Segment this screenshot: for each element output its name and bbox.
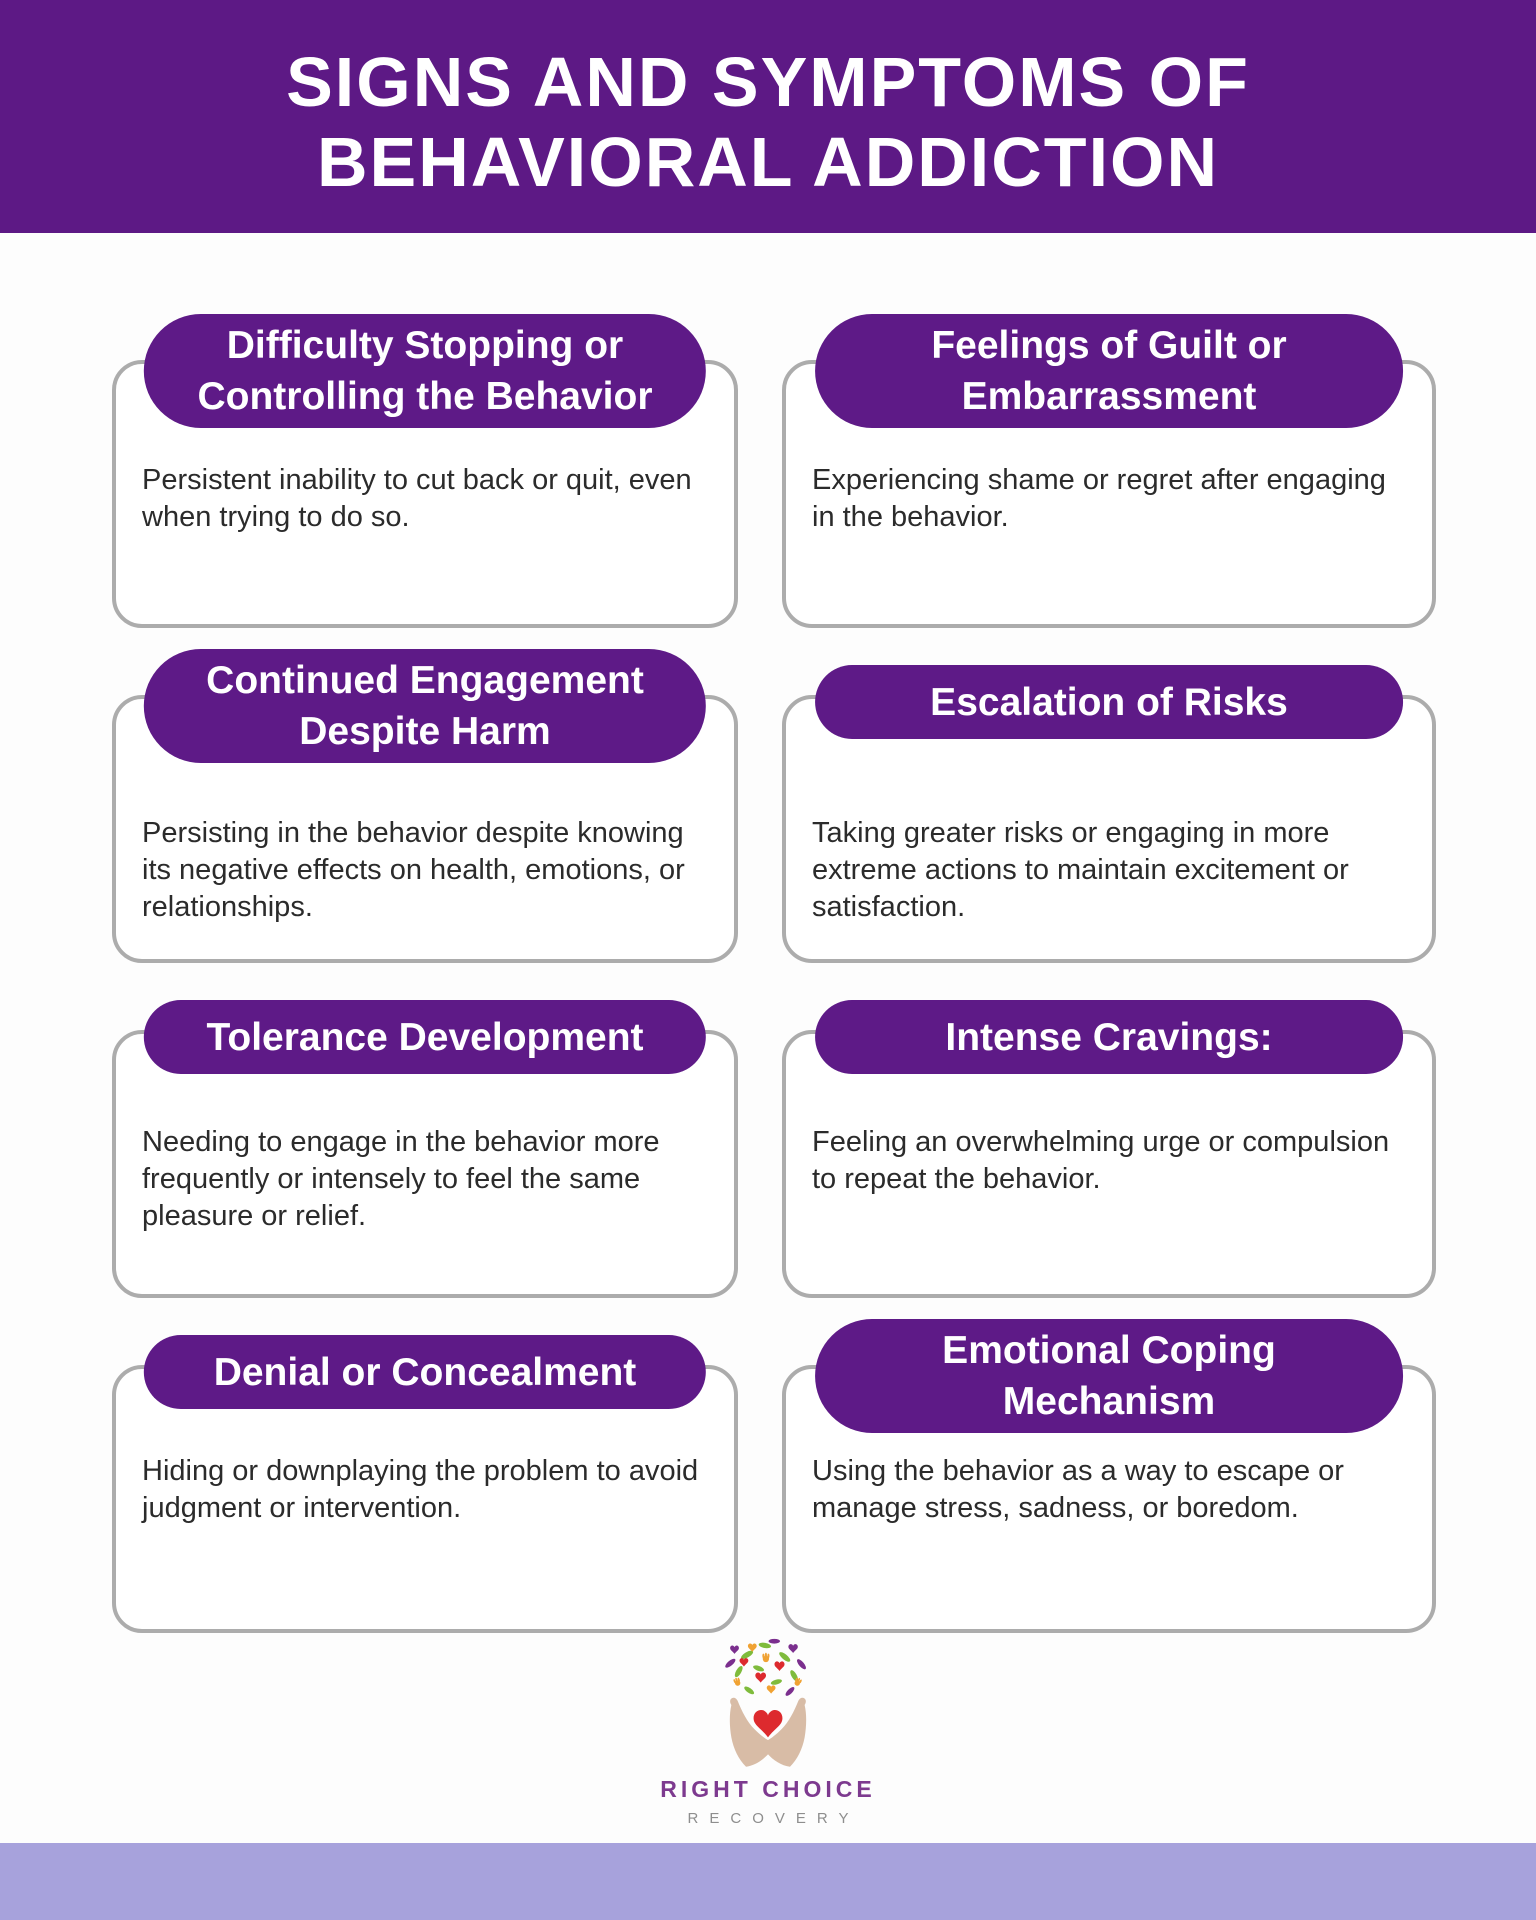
page-title: SIGNS AND SYMPTOMS OF BEHAVIORAL ADDICTI… [286,42,1250,201]
header-band: SIGNS AND SYMPTOMS OF BEHAVIORAL ADDICTI… [0,0,1536,233]
logo-hearts [730,1643,798,1694]
card-description: Using the behavior as a way to escape or… [812,1455,1344,1524]
card-description: Persistent inability to cut back or quit… [142,464,692,533]
card-title-pill: Emotional Coping Mechanism [815,1319,1403,1433]
card-description: Persisting in the behavior despite knowi… [142,817,685,923]
card-title: Denial or Concealment [213,1350,637,1394]
card-description: Hiding or downplaying the problem to avo… [142,1455,699,1524]
card-title-pill: Denial or Concealment [143,1335,707,1409]
brand-subtitle: RECOVERY [687,1810,860,1827]
card-guilt-embarrassment: Feelings of Guilt or Embarrassment Exper… [782,314,1436,628]
card-title-pill: Intense Cravings: [815,1000,1403,1074]
logo-center-heart [753,1710,783,1738]
card-title: Escalation of Risks [930,680,1288,724]
card-description: Needing to engage in the behavior more f… [142,1126,660,1232]
logo-tiny-hands [733,1652,802,1686]
card-title: Difficulty Stopping or Controlling the B… [197,324,653,418]
card-emotional-coping: Emotional Coping Mechanism Using the beh… [782,1319,1436,1633]
card-denial-concealment: Denial or Concealment Hiding or downplay… [112,1335,738,1633]
card-intense-cravings: Intense Cravings: Feeling an overwhelmin… [782,1000,1436,1298]
logo-leaves [725,1638,806,1696]
card-title-pill: Difficulty Stopping or Controlling the B… [143,314,707,428]
card-title-pill: Tolerance Development [143,1000,707,1074]
hands-tree-logo-graphic [725,1638,807,1767]
card-difficulty-stopping: Difficulty Stopping or Controlling the B… [112,314,738,628]
card-tolerance-development: Tolerance Development Needing to engage … [112,1000,738,1298]
card-description: Experiencing shame or regret after engag… [812,464,1386,533]
card-description: Feeling an overwhelming urge or compulsi… [812,1126,1390,1195]
brand-name: RIGHT CHOICE [660,1776,876,1802]
card-continued-engagement: Continued Engagement Despite Harm Persis… [112,649,738,963]
brand-logo: RIGHT CHOICE RECOVERY [0,1636,1536,1827]
card-description: Taking greater risks or engaging in more… [812,817,1349,923]
card-escalation-of-risks: Escalation of Risks Taking greater risks… [782,665,1436,963]
card-title: Tolerance Development [206,1015,644,1059]
symptom-card-grid: Difficulty Stopping or Controlling the B… [0,233,1536,1633]
card-title-pill: Feelings of Guilt or Embarrassment [815,314,1403,428]
card-title-pill: Escalation of Risks [815,665,1403,739]
card-title: Feelings of Guilt or Embarrassment [931,324,1287,418]
card-title: Emotional Coping Mechanism [942,1329,1276,1423]
logo-cupped-hands [729,1697,807,1767]
card-title: Intense Cravings: [945,1015,1273,1059]
card-title-pill: Continued Engagement Despite Harm [143,649,707,763]
card-title: Continued Engagement Despite Harm [206,659,644,753]
footer-band [0,1843,1536,1920]
